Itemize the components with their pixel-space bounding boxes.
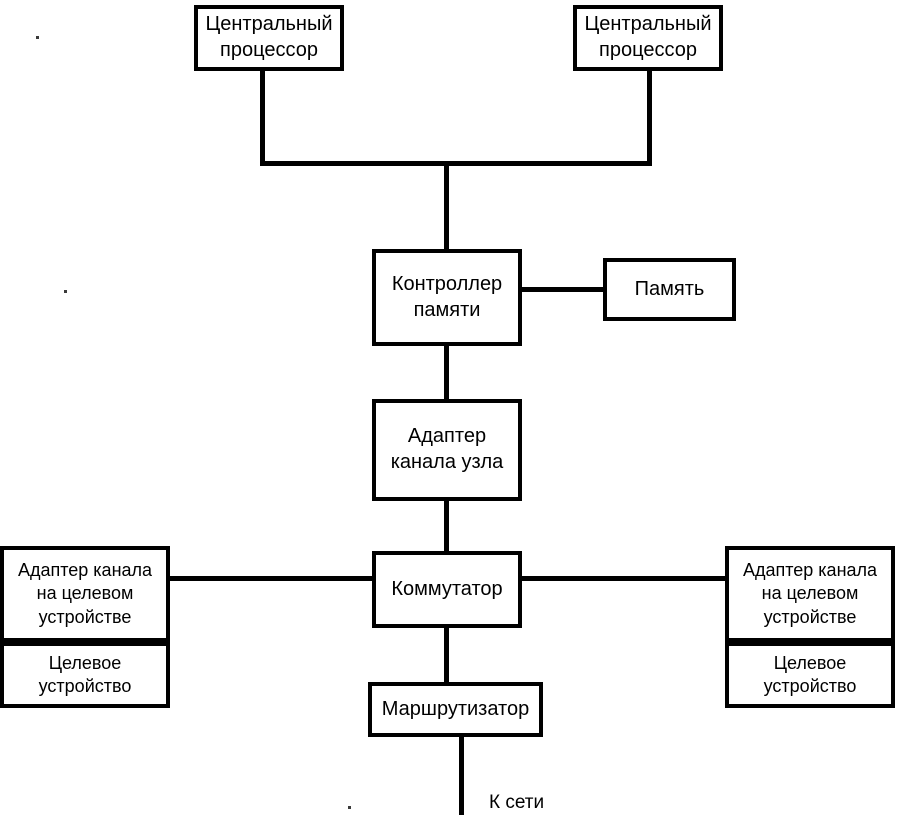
node-cpu-right-line1: Центральный — [584, 13, 712, 36]
node-target-adapter-left-line1: Адаптер канала — [17, 560, 153, 581]
node-cpu-right[interactable]: Центральный процессор — [573, 5, 723, 71]
node-channel-adapter[interactable]: Адаптер канала узла — [372, 399, 522, 501]
node-switch[interactable]: Коммутатор — [372, 551, 522, 628]
node-router-line1: Маршрутизатор — [381, 697, 530, 720]
node-target-device-right-line2: устройство — [763, 676, 857, 696]
connector-switch-to-router — [444, 627, 449, 683]
connector-cpu-left-drop — [260, 68, 265, 166]
node-target-adapter-right-line3: устройстве — [763, 606, 857, 627]
node-target-adapter-left-line2: на целевом — [36, 583, 134, 604]
connector-cpu-right-drop — [647, 68, 652, 166]
node-memory-controller[interactable]: Контроллер памяти — [372, 249, 522, 346]
node-memory-controller-line1: Контроллер — [391, 272, 503, 295]
node-target-device-right-line1: Целевое — [773, 652, 847, 673]
node-router[interactable]: Маршрутизатор — [368, 682, 543, 737]
node-channel-adapter-line1: Адаптер — [407, 425, 487, 448]
node-target-adapter-right[interactable]: Адаптер канала на целевом устройстве — [725, 546, 895, 642]
connector-node-adapter-to-switch — [444, 500, 449, 554]
node-target-adapter-right-line2: на целевом — [761, 583, 859, 604]
node-target-device-left-line2: устройство — [38, 676, 132, 696]
node-target-device-right[interactable]: Целевое устройство — [725, 642, 895, 708]
connector-router-to-network — [459, 737, 464, 815]
node-target-adapter-right-line1: Адаптер канала — [742, 560, 878, 581]
scan-speck — [348, 806, 351, 809]
connector-bus-to-memory-controller — [444, 161, 449, 253]
node-target-device-left[interactable]: Целевое устройство — [0, 642, 170, 708]
connector-switch-to-left-adapter — [168, 576, 378, 581]
node-memory[interactable]: Память — [603, 258, 736, 321]
connector-memory-controller-to-node-adapter — [444, 344, 449, 400]
node-target-device-left-line1: Целевое — [48, 652, 122, 673]
label-to-network: К сети — [489, 792, 545, 813]
node-cpu-right-line2: процессор — [599, 39, 697, 61]
node-target-adapter-left-line3: устройстве — [38, 606, 132, 627]
node-cpu-left[interactable]: Центральный процессор — [194, 5, 344, 71]
scan-speck — [36, 36, 39, 39]
scan-speck — [64, 290, 67, 293]
node-cpu-left-line2: процессор — [220, 39, 318, 61]
connector-memory-controller-to-memory — [518, 287, 607, 292]
node-memory-controller-line2: памяти — [413, 298, 481, 321]
node-target-adapter-left[interactable]: Адаптер канала на целевом устройстве — [0, 546, 170, 642]
connector-cpu-bus — [260, 161, 652, 166]
node-cpu-left-line1: Центральный — [205, 13, 333, 36]
node-channel-adapter-line2: канала узла — [390, 451, 504, 473]
connector-switch-to-right-adapter — [518, 576, 728, 581]
node-switch-line1: Коммутатор — [391, 577, 503, 600]
node-memory-line1: Память — [634, 277, 705, 300]
